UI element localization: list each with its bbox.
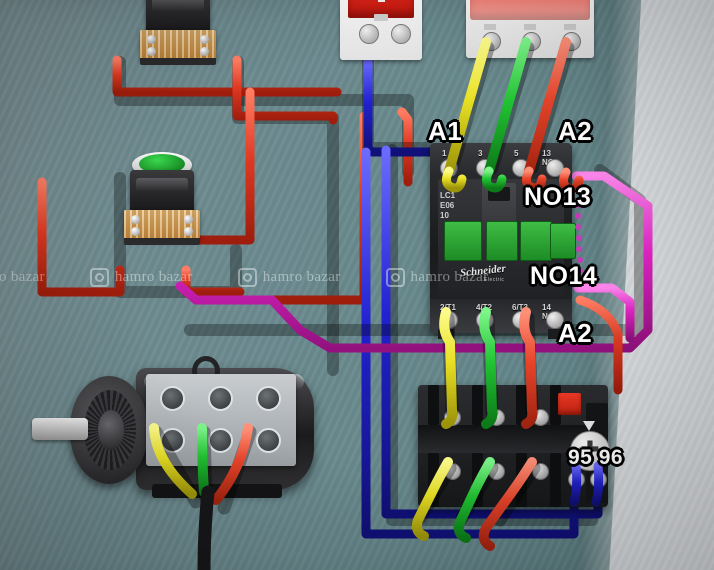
overload-reset-button[interactable] bbox=[558, 393, 581, 415]
overload-bottom-fin bbox=[550, 453, 561, 507]
motor-terminal-w1[interactable] bbox=[256, 386, 281, 411]
contactor-terminal-label-5: 5 bbox=[514, 149, 519, 158]
motor-shaft bbox=[32, 418, 88, 440]
mcb3-din-tab bbox=[524, 24, 536, 30]
start-button-cap[interactable] bbox=[139, 154, 185, 174]
contactor-terminal-label-3: 3 bbox=[478, 149, 483, 158]
stop-button-housing-highlight bbox=[152, 0, 204, 11]
motor-terminal-v2[interactable] bbox=[208, 428, 233, 453]
contactor-model-line1: LC1 bbox=[440, 191, 456, 200]
label-95-96: 95 96 bbox=[568, 446, 624, 469]
contactor-brand-sub: Electric bbox=[484, 277, 505, 283]
contactor-pole-indicator-1 bbox=[444, 221, 482, 261]
mcb1-terminal-left[interactable] bbox=[359, 24, 379, 44]
label-a2-bottom: A2 bbox=[558, 318, 593, 348]
contactor-terminal-screw-14[interactable] bbox=[546, 311, 564, 329]
mcb3-din-tab bbox=[564, 24, 576, 30]
label-a1: A1 bbox=[428, 116, 463, 146]
contactor-terminal-label-6t3: 6/T3 bbox=[512, 303, 529, 312]
terminal-screw bbox=[184, 227, 193, 236]
mcb1-toggle-lever[interactable] bbox=[348, 0, 414, 18]
contactor-aux-indicator bbox=[550, 223, 576, 259]
mcb3-common-bar bbox=[470, 0, 590, 20]
terminal-screw bbox=[131, 215, 140, 224]
terminal-screw bbox=[131, 227, 140, 236]
mcb1-din-slot bbox=[374, 14, 388, 21]
mcb3-din-tab bbox=[484, 24, 496, 30]
start-button-housing-highlight bbox=[136, 178, 188, 191]
stop-contact-block bbox=[140, 30, 216, 60]
plus-adjust-icon: ✚ bbox=[580, 437, 600, 462]
contactor-model-line2: E06 10 bbox=[440, 201, 455, 220]
contactor-pole-indicator-3 bbox=[520, 221, 552, 261]
terminal-screw bbox=[184, 215, 193, 224]
motor-fan-hub bbox=[98, 410, 124, 450]
start-contact-block bbox=[124, 210, 200, 240]
contactor-terminal-screw-13[interactable] bbox=[546, 159, 564, 177]
overload-top-fin bbox=[516, 385, 527, 425]
start-contact-base bbox=[124, 238, 200, 245]
label-no14: NO14 bbox=[530, 262, 598, 290]
overload-top-fin bbox=[428, 385, 439, 425]
contactor-foot-right bbox=[548, 329, 564, 339]
terminal-screw bbox=[147, 35, 156, 44]
overload-dial-pointer bbox=[583, 421, 595, 431]
label-no13: NO13 bbox=[524, 183, 592, 211]
stop-contact-base bbox=[140, 58, 216, 65]
overload-top-fin bbox=[550, 385, 561, 425]
terminal-screw bbox=[147, 47, 156, 56]
contactor-terminal-label-1: 1 bbox=[442, 149, 447, 158]
contactor-pole-indicator-2 bbox=[486, 221, 518, 261]
terminal-screw bbox=[200, 35, 209, 44]
mcb1-lever-slot bbox=[378, 0, 385, 2]
overload-top-fin bbox=[472, 385, 483, 425]
motor-terminal-w2[interactable] bbox=[256, 428, 281, 453]
mcb1-terminal-right[interactable] bbox=[391, 24, 411, 44]
overload-load-terminal-t3[interactable] bbox=[532, 463, 549, 480]
label-a2-top: A2 bbox=[558, 116, 593, 146]
terminal-screw bbox=[200, 47, 209, 56]
